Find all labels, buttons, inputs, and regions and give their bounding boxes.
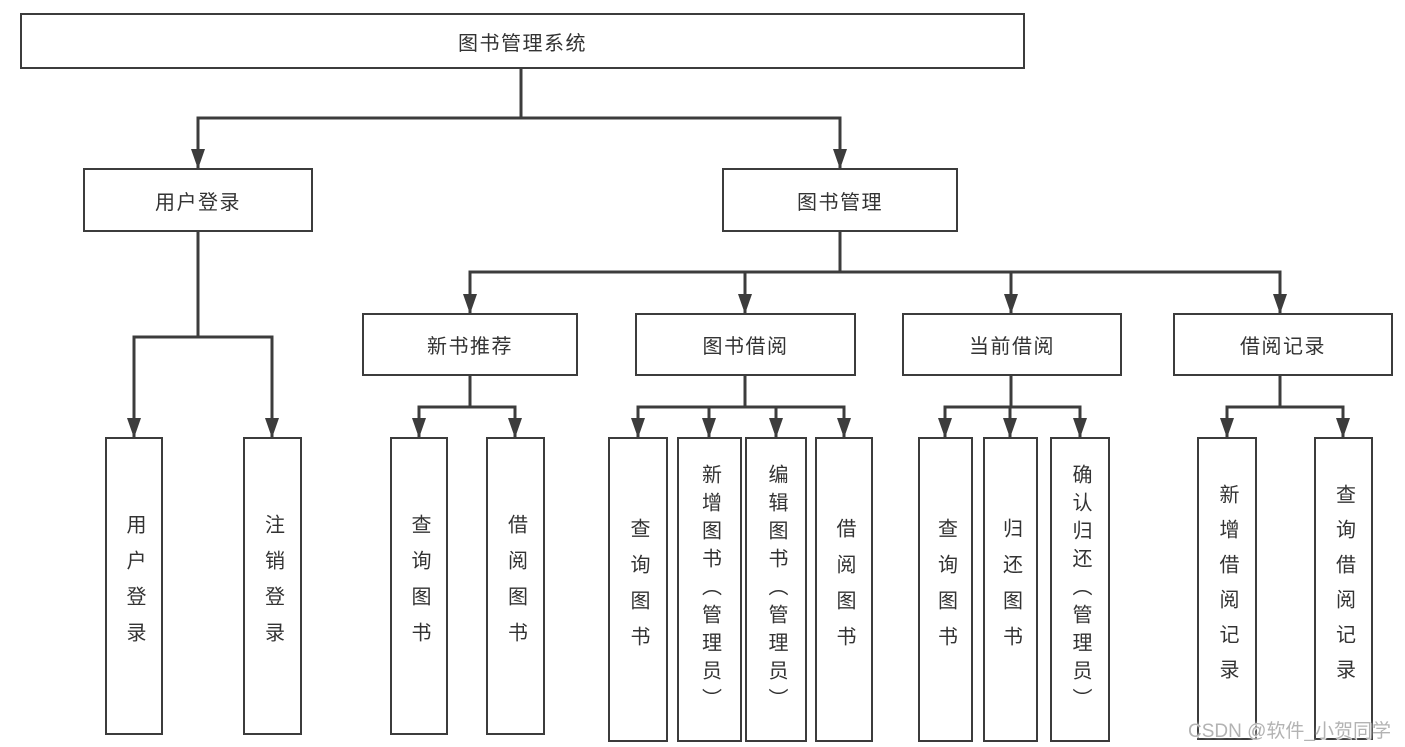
node-new-book-recommend: 新书推荐 [362,313,578,376]
node-leaf-query-borrow-record: 查询借阅记录 [1314,437,1373,740]
node-book-borrow: 图书借阅 [635,313,856,376]
node-leaf-add-borrow-record: 新增借阅记录 [1197,437,1257,740]
node-leaf-query-books-current: 查询图书 [918,437,973,742]
node-leaf-confirm-return-admin: 确认归还（管理员） [1050,437,1110,742]
node-leaf-borrow-books-recommend: 借阅图书 [486,437,545,735]
node-borrow-records: 借阅记录 [1173,313,1393,376]
node-leaf-logout: 注销登录 [243,437,302,735]
node-user-login: 用户登录 [83,168,313,232]
node-book-management: 图书管理 [722,168,958,232]
node-leaf-edit-book-admin: 编辑图书（管理员） [745,437,807,742]
node-leaf-query-books-recommend: 查询图书 [390,437,448,735]
node-leaf-user-login: 用户登录 [105,437,163,735]
csdn-watermark: CSDN @软件_小贺同学 [1188,721,1391,742]
node-root: 图书管理系统 [20,13,1025,69]
node-current-borrow: 当前借阅 [902,313,1122,376]
node-leaf-return-books: 归还图书 [983,437,1038,742]
node-leaf-borrow-books: 借阅图书 [815,437,873,742]
node-leaf-query-books-borrow: 查询图书 [608,437,668,742]
node-leaf-add-book-admin: 新增图书（管理员） [677,437,742,742]
